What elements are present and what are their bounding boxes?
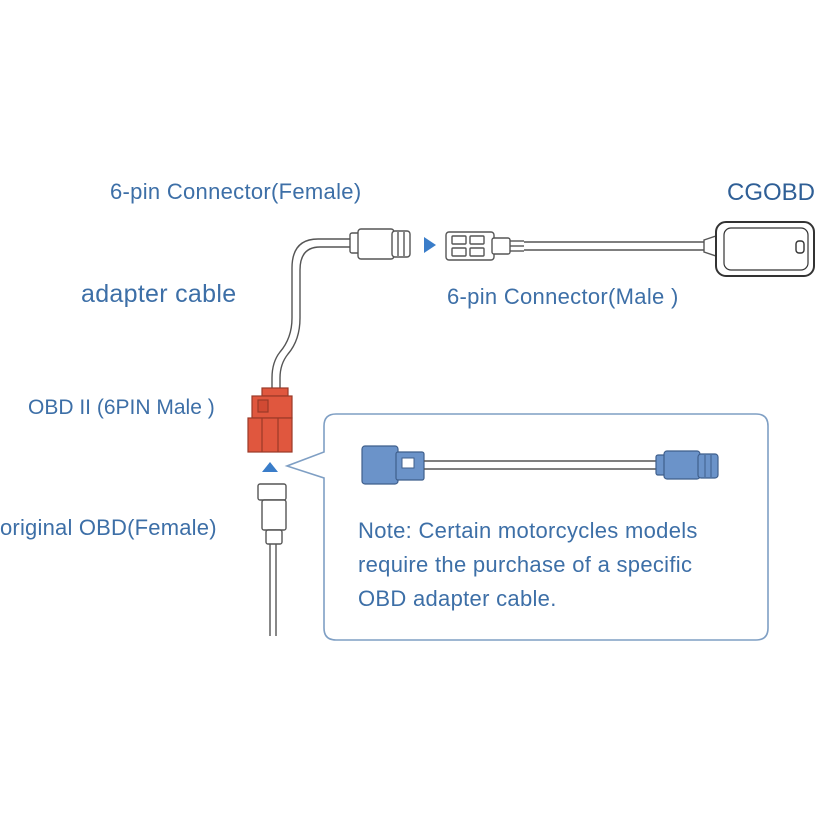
note-line: OBD adapter cable.	[358, 586, 557, 611]
original-obd-label: original OBD(Female)	[0, 515, 217, 540]
adapter-cable-label: adapter cable	[81, 280, 237, 308]
arrow-right-icon	[424, 237, 436, 253]
adapter-cable-illustration	[361, 445, 719, 485]
device-cable	[524, 235, 717, 257]
obd-male-label: OBD II (6PIN Male )	[28, 396, 215, 419]
male-6pin-connector	[445, 231, 524, 261]
note-line: Note: Certain motorcycles models	[358, 518, 698, 543]
cgobd-device	[715, 221, 815, 277]
adapter-cable	[271, 238, 352, 392]
female-6pin-connector	[349, 228, 411, 260]
male-connector-label: 6-pin Connector(Male )	[447, 284, 679, 309]
arrow-up-icon	[262, 462, 278, 472]
note-line: require the purchase of a specific	[358, 552, 693, 577]
original-obd-female-connector	[257, 483, 287, 636]
obd2-6pin-male-connector	[247, 387, 293, 453]
note-text: Note: Certain motorcycles models require…	[358, 514, 758, 616]
female-connector-label: 6-pin Connector(Female)	[110, 179, 362, 204]
device-label: CGOBD	[727, 179, 816, 206]
